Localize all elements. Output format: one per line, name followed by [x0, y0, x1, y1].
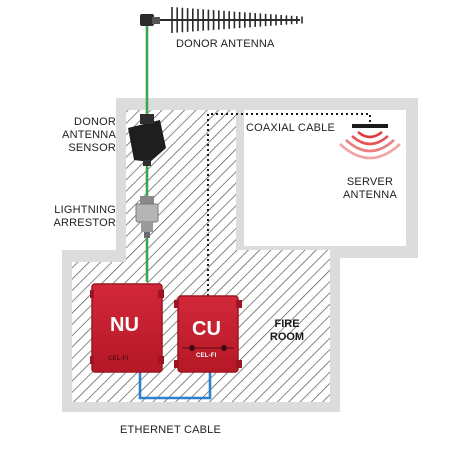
donor-antenna-sensor-label: DONOR ANTENNA SENSOR [40, 116, 116, 155]
ethernet-cable [138, 372, 212, 400]
server-antenna-label: SERVER ANTENNA [332, 176, 408, 202]
ethernet-cable-label: ETHERNET CABLE [120, 424, 222, 436]
lightning-arrestor-line-2: ARRESTOR [53, 217, 116, 229]
fire-room-line-1: FIRE [274, 318, 300, 330]
cu-sublabel: CEL-FI [196, 353, 217, 359]
donor-antenna [140, 7, 303, 33]
coaxial-cable [207, 113, 371, 296]
cu-label: CU [192, 318, 221, 340]
lightning-arrestor-label: LIGHTNING ARRESTOR [20, 204, 116, 230]
nu-label: NU [110, 314, 139, 336]
donor-antenna-sensor-line-2: ANTENNA [62, 129, 116, 141]
donor-antenna-sensor-line-1: DONOR [74, 116, 116, 128]
lightning-arrestor [135, 196, 159, 238]
server-antenna-line-1: SERVER [346, 176, 394, 188]
nu-sublabel: CEL-FI [108, 356, 129, 362]
cu-unit [174, 295, 242, 373]
server-antenna-line-2: ANTENNA [343, 189, 397, 201]
fire-room-line-2: ROOM [269, 331, 305, 343]
donor-antenna-label: DONOR ANTENNA [176, 38, 275, 50]
server-antenna [339, 124, 401, 160]
lightning-arrestor-line-1: LIGHTNING [54, 204, 116, 216]
nu-unit [90, 283, 164, 373]
donor-antenna-sensor-line-3: SENSOR [68, 142, 116, 154]
coaxial-cable-label: COAXIAL CABLE [246, 122, 336, 134]
fire-room-label: FIRE ROOM [262, 318, 312, 344]
donor-antenna-sensor [128, 114, 166, 166]
